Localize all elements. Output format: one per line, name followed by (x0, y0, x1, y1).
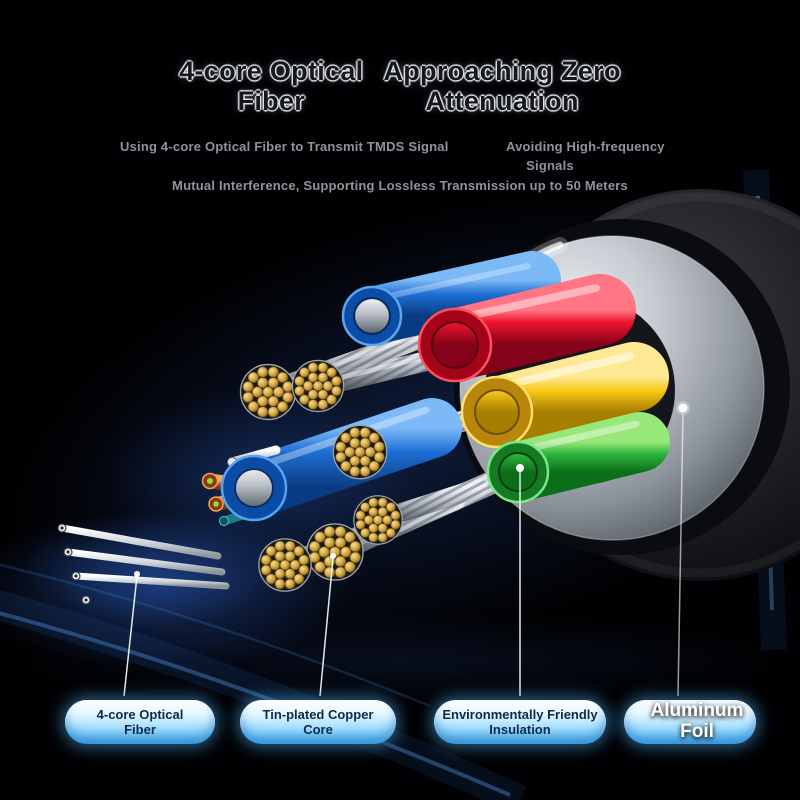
callout-pill-aluminum-foil: Aluminum Foil (624, 700, 756, 744)
title-line: Fiber (237, 86, 306, 117)
title-line: 4-core Optical (179, 56, 364, 86)
callout-label: Aluminum (650, 700, 744, 722)
callout-label: Environmentally Friendly (442, 706, 598, 722)
callout-label: Foil (680, 721, 714, 742)
blue-cable (341, 251, 561, 347)
callout-pill-copper-core: Tin-plated Copper Core (240, 700, 396, 744)
callout-label: Core (303, 722, 333, 737)
green-cable (486, 412, 670, 504)
callout-lines (123, 401, 690, 697)
title-line: Attenuation (425, 86, 579, 117)
subtitle-signals: Signals (526, 158, 574, 173)
callout-label: Fiber (124, 722, 156, 737)
header: 4-core Optical Fiber Approaching Zero At… (0, 56, 800, 116)
callout-label: Tin-plated Copper (262, 706, 374, 722)
optical-fiber-cores (20, 515, 280, 625)
callout-label: Insulation (489, 722, 551, 737)
red-cable (417, 274, 636, 383)
subtitle-high-frequency: Avoiding High-frequency (506, 139, 665, 154)
subtitle-tmds-signal: Using 4-core Optical Fiber to Transmit T… (120, 139, 449, 154)
callout-pill-optical-fiber: 4-core Optical Fiber (65, 700, 215, 744)
insulated-cables (201, 251, 670, 526)
title-line: Approaching Zero (383, 56, 621, 86)
callout-pill-insulation: Environmentally Friendly Insulation (434, 700, 606, 744)
title-approaching-zero-attenuation: Approaching Zero Attenuation (383, 56, 620, 116)
subtitle-lossless-transmission: Mutual Interference, Supporting Lossless… (172, 178, 628, 193)
yellow-cable (460, 342, 669, 449)
callout-label: 4-core Optical (96, 706, 184, 722)
title-4core-optical-fiber: 4-core Optical Fiber (179, 56, 363, 116)
